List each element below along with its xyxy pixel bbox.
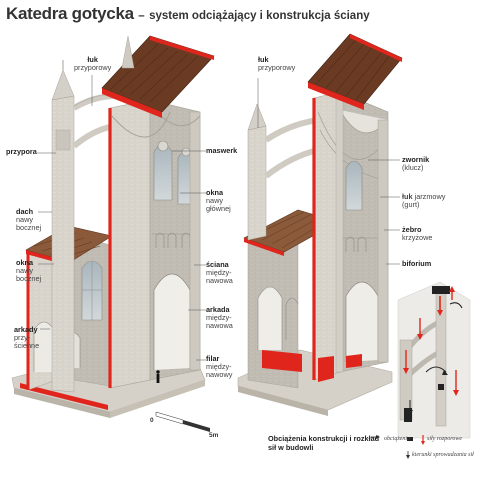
title-sub: system odciążający i konstrukcja ściany (149, 10, 370, 22)
legend-directions: kierunki sprowadzania sił (412, 452, 474, 458)
loads-legend-icon (407, 437, 413, 441)
label-sciana-miedzynawowa: ściana między- nawowa (206, 260, 233, 285)
label-luk-przyporowy-left: łuk przyporowy (74, 55, 112, 72)
legend-title: Obciążenia konstrukcji i rozkład sił w b… (268, 434, 380, 452)
scale-start-label: 0 (150, 417, 154, 424)
leader-lines (37, 75, 400, 361)
page-title: Katedra gotycka – system odciążający i k… (6, 4, 370, 24)
right-cathedral-section (237, 33, 403, 416)
label-luk-jarzmowy: łuk jarzmowy (gurt) (402, 192, 446, 209)
forces-inset-diagram (397, 281, 471, 439)
legend-icons (371, 435, 425, 459)
label-filar-miedzynawowy: filar między- nawowy (206, 354, 233, 379)
label-okna-nawy-glownej: okna nawy głównej (206, 188, 231, 213)
label-zebro-krzyzowe: żebro krzyżowe (402, 225, 433, 242)
label-arkada-miedzynawowa: arkada między- nawowa (206, 305, 233, 330)
scale-bar (155, 411, 210, 432)
title-main: Katedra gotycka (6, 4, 134, 23)
label-dach: dach nawy bocznej (16, 207, 42, 232)
person-silhouette-icon (156, 370, 160, 383)
label-okna-nawy-bocznej: okna nawy bocznej (16, 258, 42, 283)
scale-end-label: 5m (209, 432, 219, 439)
label-biforium: biforium (402, 259, 432, 268)
label-zwornik: zwornik (klucz) (402, 155, 430, 172)
legend-loads: obciążenia (384, 436, 410, 442)
label-luk-przyporowy-right: łuk przyporowy (258, 55, 296, 72)
label-arkady-przyscienne: arkady przy- ścienne (14, 325, 40, 350)
label-przypora: przypora (6, 147, 37, 156)
label-maswerk: maswerk (206, 146, 238, 155)
legend-thrust: siły rozporowe (427, 436, 463, 442)
title-dash: – (138, 10, 145, 22)
left-cathedral-section (11, 35, 215, 432)
